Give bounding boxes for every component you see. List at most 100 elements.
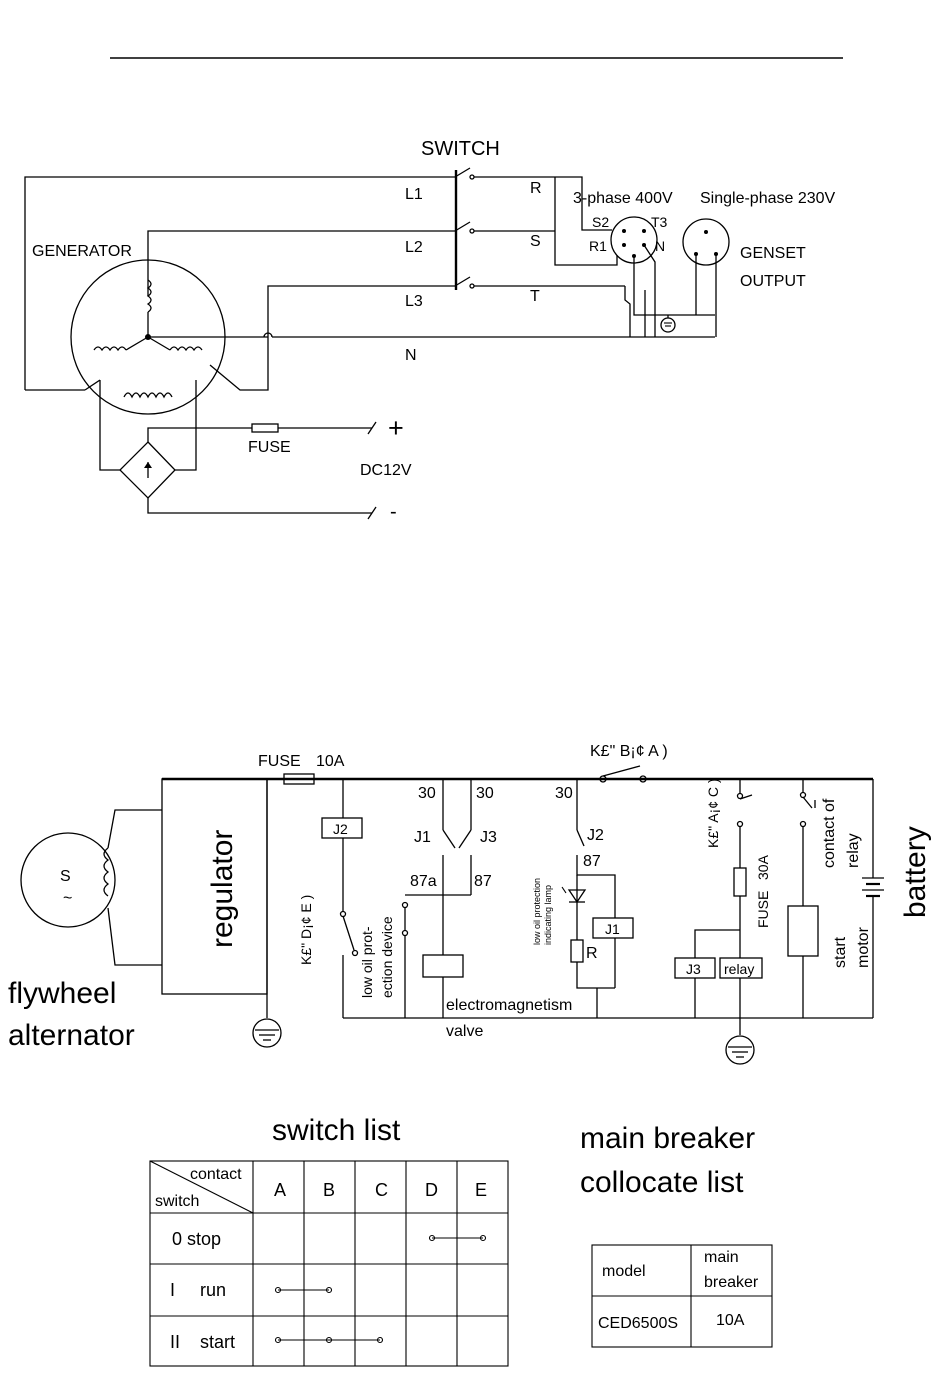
main-fuse-rating: 10A	[316, 753, 345, 770]
contact-connection-stop	[428, 1234, 487, 1242]
electromagnetic-valve-coil	[422, 954, 464, 978]
column-c: C	[375, 1180, 388, 1200]
key-d-e-label: K£" D¡¢ E )	[298, 895, 314, 965]
line-label-l3: L3	[405, 293, 423, 310]
fuse-label: FUSE	[248, 439, 291, 456]
line-label-l2: L2	[405, 239, 423, 256]
start-label: start	[832, 936, 849, 968]
breaker-rating-value: 10A	[716, 1312, 745, 1329]
terminal-87a-label: 87a	[410, 873, 437, 890]
regulator-label: regulator	[206, 830, 239, 948]
ground-icon	[660, 317, 676, 333]
socket-pin-n: N	[655, 238, 665, 254]
socket-pin-t3: T3	[651, 214, 668, 230]
motor-label: motor	[855, 926, 872, 968]
breaker-header-main: main	[704, 1249, 739, 1266]
contact-relay-line2: relay	[845, 833, 862, 868]
resistor-icon	[570, 939, 584, 963]
fuse-30a-label: FUSE	[755, 891, 771, 928]
three-pole-switch-icon	[454, 167, 475, 290]
low-oil-device-line1: low oil prot-	[359, 926, 375, 998]
lamp-label-line2: indicating lamp	[543, 885, 553, 945]
main-fuse-label: FUSE	[258, 753, 301, 770]
single-phase-label: Single-phase 230V	[700, 190, 836, 207]
dc-plus-label: +	[388, 413, 404, 443]
low-oil-device-line2: ection device	[379, 916, 395, 998]
key-b-a-label: K£" B¡¢ A )	[590, 743, 668, 760]
terminal-87-right: 87	[583, 853, 601, 870]
j2-contact-label: J2	[587, 827, 604, 844]
phase-label-t: T	[530, 288, 540, 305]
relay-box	[719, 957, 763, 979]
battery-icon	[862, 877, 884, 898]
header-contact: contact	[190, 1166, 242, 1183]
j3-contact-label: J3	[480, 829, 497, 846]
socket-pin-s2: S2	[592, 214, 609, 230]
switch-list: switch list contact switch A B C D E 0 s…	[149, 1114, 509, 1367]
generator-output-diagram: SWITCH GENERATOR L1 L2 L3 N	[24, 138, 836, 523]
three-phase-label: 3-phase 400V	[573, 190, 673, 207]
terminal-87-label: 87	[474, 873, 492, 890]
indicator-lamp-icon	[561, 886, 587, 904]
socket-pin-r1: R1	[589, 238, 607, 254]
breaker-title-line1: main breaker	[580, 1122, 755, 1155]
dc-voltage-label: DC12V	[360, 462, 412, 479]
j2-coil-box	[321, 817, 363, 839]
single-phase-socket-icon	[682, 218, 730, 266]
phase-label-r: R	[530, 180, 542, 197]
phase-label-s: S	[530, 233, 541, 250]
fuse-30a-rating: 30A	[755, 854, 771, 880]
breaker-header-model: model	[602, 1263, 646, 1280]
flywheel-label: flywheel	[8, 977, 116, 1010]
genset-output-line1: GENSET	[740, 245, 806, 262]
relay-label: relay	[724, 961, 754, 977]
ground-left-icon	[252, 1018, 282, 1048]
winding-excitation-icon	[123, 392, 173, 399]
row-label-start: II start	[170, 1332, 235, 1352]
main-fuse-icon	[283, 773, 315, 785]
fuse-30a-icon	[733, 867, 747, 897]
header-switch: switch	[155, 1193, 199, 1210]
j1-contact-label: J1	[414, 829, 431, 846]
dc-minus-label: -	[390, 501, 397, 523]
j2-coil-label: J2	[333, 821, 348, 837]
terminal-30-right: 30	[555, 785, 573, 802]
breaker-model-value: CED6500S	[598, 1315, 678, 1332]
switch-label: SWITCH	[421, 138, 500, 160]
ground-right-icon	[725, 1035, 755, 1065]
j1-coil-box	[592, 917, 634, 939]
start-motor-box	[787, 905, 819, 957]
column-b: B	[323, 1180, 335, 1200]
row-label-stop: 0 stop	[172, 1229, 221, 1249]
alternator-tilde: ~	[63, 890, 72, 907]
breaker-list: main breaker collocate list model main b…	[580, 1122, 773, 1348]
resistor-label: R	[586, 945, 598, 962]
fuse-icon	[251, 423, 279, 433]
neutral-label: N	[405, 347, 417, 364]
j3-coil-label: J3	[686, 961, 701, 977]
winding-right-icon	[169, 346, 203, 352]
electromagnetism-label: electromagnetism	[446, 997, 572, 1014]
generator-label: GENERATOR	[32, 243, 132, 260]
row-label-run: I run	[170, 1280, 226, 1300]
starting-circuit-diagram: FUSE 10A S ~ flywheel alternator regulat…	[8, 743, 932, 1065]
battery-label: battery	[899, 826, 932, 918]
alternator-label: alternator	[8, 1019, 135, 1052]
breaker-title-line2: collocate list	[580, 1166, 744, 1199]
column-a: A	[274, 1180, 286, 1200]
terminal-30-left: 30	[418, 785, 436, 802]
key-a-c-label: K£" A¡¢ C )	[705, 778, 721, 848]
contact-connection-start	[274, 1336, 384, 1344]
winding-left-icon	[93, 346, 127, 352]
valve-label: valve	[446, 1023, 483, 1040]
terminal-30-mid: 30	[476, 785, 494, 802]
breaker-header-breaker: breaker	[704, 1274, 759, 1291]
alternator-s-label: S	[60, 868, 71, 885]
contact-connection-run	[274, 1286, 333, 1294]
lamp-label-line1: low oil protection	[532, 878, 542, 945]
line-label-l1: L1	[405, 186, 423, 203]
genset-output-line2: OUTPUT	[740, 273, 806, 290]
switch-list-title: switch list	[272, 1114, 401, 1147]
column-d: D	[425, 1180, 438, 1200]
